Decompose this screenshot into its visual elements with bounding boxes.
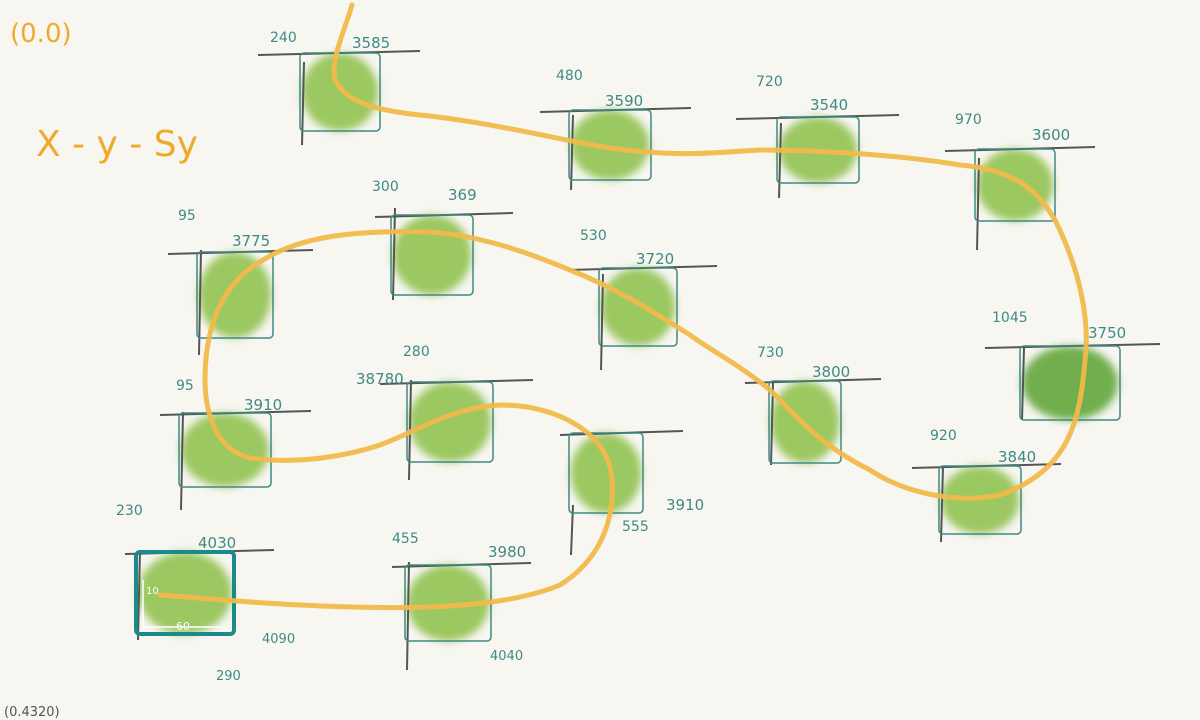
tile-v-guide <box>301 61 305 146</box>
tile-x-label: 1045 <box>992 310 1028 326</box>
highlighted-tile-box <box>134 550 236 636</box>
tile-blob <box>976 149 1054 221</box>
tile-box <box>938 465 1022 535</box>
tile-v-guide <box>180 411 184 511</box>
tile-v-guide <box>570 114 574 191</box>
route-path <box>157 2 1089 611</box>
tile-x-label: 730 <box>757 345 784 361</box>
tile-x-label: 555 <box>622 519 649 535</box>
tile-v-guide <box>600 273 604 371</box>
tile-v-guide <box>770 382 774 466</box>
legend-text: X - y - Sy <box>36 124 198 165</box>
tile-x-label: 970 <box>955 112 982 128</box>
tile-blob <box>180 413 270 487</box>
tile-y-label: 3980 <box>488 543 526 561</box>
tile-x2-label: 290 <box>216 669 241 684</box>
tile-y-label: 38780 <box>356 370 404 388</box>
tile-v-guide <box>976 157 980 251</box>
tile-y-label: 3750 <box>1088 324 1126 342</box>
tile-y-label: 3840 <box>998 448 1036 466</box>
tile-v-guide <box>392 207 396 301</box>
tile-box <box>299 52 381 132</box>
tile-x-label: 480 <box>556 68 583 84</box>
tile-blob <box>408 382 492 462</box>
tile-y2-label: 4090 <box>262 632 295 647</box>
tile-box <box>974 148 1056 222</box>
tile-box <box>598 267 678 347</box>
tile-blob <box>600 268 676 346</box>
tile-y-label: 3775 <box>232 232 270 250</box>
tile-box <box>406 381 494 463</box>
tile-blob <box>406 565 490 641</box>
tile-x-label: 240 <box>270 30 297 46</box>
tile-x-label: 95 <box>176 378 194 394</box>
tile-x-label: 720 <box>756 74 783 90</box>
tile-box <box>568 109 652 181</box>
tile-box <box>196 251 274 339</box>
tile-v-guide <box>778 122 782 199</box>
tile-box <box>178 412 272 488</box>
tile-y-label: 4030 <box>198 534 236 552</box>
label-layer: 240 3585 480 3590 720 3540 970 3600 95 3775 300 369… <box>116 30 1126 684</box>
tile-blob <box>301 53 379 131</box>
tile-v-guide <box>137 549 141 641</box>
tile-x-label: 920 <box>930 428 957 444</box>
tile-blob <box>137 552 233 634</box>
tile-x-label: 230 <box>116 503 143 519</box>
tile-blob <box>1022 346 1118 420</box>
tile-y-label: 3720 <box>636 250 674 268</box>
tile-y-label: 3540 <box>810 96 848 114</box>
inner-width-label: 60 <box>176 620 190 633</box>
tile-x-label: 280 <box>403 344 430 360</box>
tile-v-guide <box>406 561 410 671</box>
tile-v-guide <box>198 249 202 356</box>
tile-y-label: 369 <box>448 186 477 204</box>
tile-x-label: 455 <box>392 531 419 547</box>
origin-top-label: (0.0) <box>10 19 72 49</box>
tile-y-label: 3585 <box>352 34 390 52</box>
tile-blob <box>570 110 650 180</box>
frame-layer <box>124 50 1161 671</box>
origin-bottom-label: (0.4320) <box>4 705 60 720</box>
tile-blob <box>392 215 472 295</box>
tile-y-label: 3590 <box>605 92 643 110</box>
inner-height-label: 10 <box>146 586 159 597</box>
tile-x-label: 300 <box>372 179 399 195</box>
tile-box <box>390 214 474 296</box>
blob-layer <box>137 53 1118 641</box>
tile-y-label: 3800 <box>812 363 850 381</box>
tile-y-label: 3910 <box>666 496 704 514</box>
tile-blob <box>570 433 642 513</box>
tile-box <box>768 380 842 464</box>
tile-box <box>1019 345 1121 421</box>
tile-y-label: 3600 <box>1032 126 1070 144</box>
tile-blob <box>198 252 272 338</box>
tile-v-guide <box>940 465 944 543</box>
tile-y-label: 3910 <box>244 396 282 414</box>
tile-y2-label: 4040 <box>490 649 523 664</box>
tile-x-label: 95 <box>178 208 196 224</box>
tile-v-guide <box>1021 347 1025 421</box>
tile-x-label: 530 <box>580 228 607 244</box>
tile-box <box>568 432 644 514</box>
